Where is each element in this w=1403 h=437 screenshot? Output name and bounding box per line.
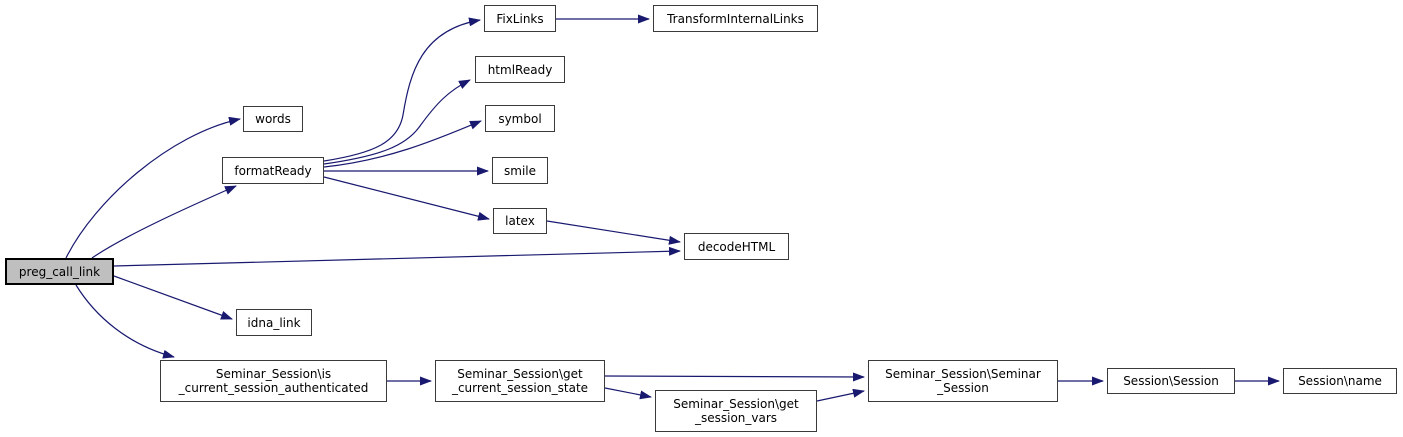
node-label: _current_session_authenticated: [178, 381, 369, 395]
node-decodeHTML[interactable]: decodeHTML: [684, 233, 789, 260]
node-label: idna_link: [247, 315, 301, 330]
node-formatReady[interactable]: formatReady: [222, 157, 324, 184]
node-label: Seminar_Session\get: [457, 367, 583, 381]
node-idna_link[interactable]: idna_link: [236, 309, 312, 336]
node-symbol[interactable]: symbol: [485, 105, 555, 132]
edge-latex-to-decodeHTML: [546, 220, 681, 245]
node-Session_name[interactable]: Session\name: [1283, 368, 1397, 394]
node-label: decodeHTML: [697, 239, 776, 254]
node-label: symbol: [498, 111, 542, 126]
node-get_session_vars[interactable]: Seminar_Session\get_session_vars: [655, 390, 817, 432]
node-smile[interactable]: smile: [492, 157, 548, 184]
node-label: Session\Session: [1123, 374, 1219, 388]
node-words[interactable]: words: [243, 106, 303, 132]
node-label: Seminar_Session\is: [215, 367, 332, 381]
edge-formatReady-to-latex: [323, 176, 490, 221]
edge-get_current_session_state-to-get_session_vars: [604, 387, 652, 400]
node-is_current_session_authenticated[interactable]: Seminar_Session\is_current_session_authe…: [160, 360, 387, 402]
node-label: preg_call_link: [18, 264, 101, 279]
node-label: TransformInternalLinks: [667, 11, 804, 26]
edge-get_session_vars-to-Seminar_Session: [816, 388, 865, 402]
node-TransformInternalLinks[interactable]: TransformInternalLinks: [653, 5, 818, 32]
node-Session_Session[interactable]: Session\Session: [1107, 368, 1235, 394]
node-latex[interactable]: latex: [493, 208, 547, 234]
node-Seminar_Session[interactable]: Seminar_Session\Seminar_Session: [868, 360, 1058, 402]
edge-preg_call_link-to-decodeHTML: [113, 246, 681, 267]
edge-formatReady-to-FixLinks: [323, 17, 481, 162]
node-label: FixLinks: [496, 11, 544, 26]
edge-preg_call_link-to-formatReady: [91, 185, 237, 259]
edge-get_current_session_state-to-Seminar_Session: [604, 372, 865, 382]
node-label: latex: [505, 214, 535, 228]
node-label: Session\name: [1298, 374, 1382, 388]
node-label: _current_session_state: [451, 381, 589, 395]
node-preg_call_link[interactable]: preg_call_link: [5, 258, 114, 285]
node-label: _session_vars: [694, 411, 778, 425]
edge-preg_call_link-to-words: [65, 116, 241, 259]
node-htmlReady[interactable]: htmlReady: [475, 56, 565, 83]
node-label: words: [255, 112, 291, 126]
node-label: smile: [504, 163, 536, 178]
edge-preg_call_link-to-is_current_session_authenticated: [75, 284, 175, 359]
node-label: _Session: [937, 381, 989, 395]
edge-formatReady-to-symbol: [323, 120, 482, 168]
node-FixLinks[interactable]: FixLinks: [484, 5, 556, 32]
node-label: htmlReady: [487, 62, 553, 77]
node-label: formatReady: [234, 163, 312, 178]
node-get_current_session_state[interactable]: Seminar_Session\get_current_session_stat…: [435, 360, 605, 402]
edge-preg_call_link-to-idna_link: [113, 275, 233, 320]
node-label: Seminar_Session\get: [673, 397, 799, 411]
edges-group: [65, 14, 1280, 402]
node-label: Seminar_Session\Seminar: [885, 367, 1041, 381]
edge-formatReady-to-htmlReady: [323, 79, 471, 165]
